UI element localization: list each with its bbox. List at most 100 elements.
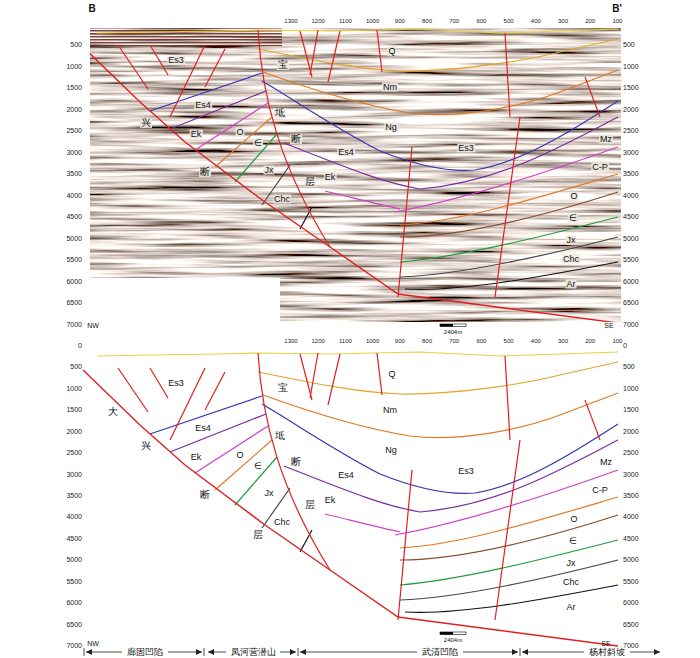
depth-tick-label: 4500	[66, 534, 82, 541]
trace-number: 500	[504, 18, 514, 24]
stratum-label: C-P	[591, 486, 609, 495]
stratum-label: Es3	[457, 144, 475, 153]
trace-number: 800	[422, 338, 432, 344]
trace-number: 900	[395, 338, 405, 344]
depth-tick-label: 4000	[623, 513, 639, 520]
depth-tick-label: 1000	[66, 384, 82, 391]
depth-tick-label: 5000	[66, 234, 82, 241]
trace-number: 400	[531, 18, 541, 24]
depth-tick-label: 6000	[66, 599, 82, 606]
depth-tick-label: 1500	[623, 84, 639, 91]
trace-number: 500	[504, 338, 514, 344]
stratum-label: Jx	[264, 166, 275, 175]
scale-label: 2404m	[444, 637, 462, 643]
fault-name-char: 宝	[277, 60, 289, 70]
scale-bar	[440, 324, 466, 327]
region-name: 武清凹陷	[421, 648, 459, 657]
fault-name-char: 兴	[140, 118, 152, 128]
stratum-label: Chc	[562, 578, 580, 587]
stratum-label: Ar	[566, 603, 577, 612]
direction-label: NW	[87, 640, 99, 647]
trace-number: 700	[449, 338, 459, 344]
scale-bar	[440, 632, 466, 635]
seismic-interpretation	[83, 29, 618, 323]
depth-tick-label: 2000	[623, 427, 639, 434]
seismic-image	[90, 28, 282, 278]
depth-tick-label: 500	[70, 41, 82, 48]
stratum-label: Ar	[566, 280, 577, 289]
stratum-label: Nm	[382, 83, 398, 92]
depth-tick-label: 1000	[623, 62, 639, 69]
stratum-label: Ng	[384, 123, 398, 132]
trace-number: 1300	[284, 338, 297, 344]
depth-tick-label: 2000	[66, 105, 82, 112]
depth-tick-label: 2000	[66, 427, 82, 434]
stratum-label: O	[569, 515, 578, 524]
trace-number: 1200	[312, 338, 325, 344]
stratum-label: Ek	[324, 496, 337, 505]
stratum-label: Q	[387, 47, 396, 56]
region-bar	[204, 648, 205, 656]
stratum-label: Es4	[337, 471, 355, 480]
stratum-label: Mz	[599, 135, 613, 144]
depth-tick-label: 1000	[623, 384, 639, 391]
trace-number: 1000	[366, 18, 379, 24]
region-name: 凤河营潜山	[230, 648, 277, 657]
region-arrow	[208, 652, 226, 653]
scale-label: 2404m	[444, 329, 462, 335]
depth-tick-label: 5000	[66, 556, 82, 563]
section-end-label: B'	[612, 4, 622, 14]
stratum-label: ∈	[568, 214, 578, 223]
fault-name-char: 大	[107, 407, 119, 417]
stratum-label: Ek	[190, 453, 203, 462]
stratum-label: Ek	[190, 130, 203, 139]
stratum-label: Jx	[566, 236, 577, 245]
depth-tick-label: 5500	[623, 256, 639, 263]
stratum-label: Chc	[562, 255, 580, 264]
depth-tick-label: 500	[623, 363, 635, 370]
depth-tick-label: 6000	[623, 599, 639, 606]
depth-tick-label: 4500	[66, 213, 82, 220]
stratum-label: O	[235, 128, 244, 137]
fault-name-char: 层	[252, 530, 264, 540]
stratum-label: Ng	[384, 446, 398, 455]
depth-tick-label: 5500	[66, 577, 82, 584]
scale-bar	[440, 632, 453, 635]
trace-number: 900	[395, 18, 405, 24]
trace-number: 200	[585, 18, 595, 24]
stratum-label: ∈	[253, 462, 263, 471]
depth-tick-label: 3500	[66, 492, 82, 499]
direction-label: SE	[601, 640, 610, 647]
depth-tick-label: 500	[623, 41, 635, 48]
depth-tick-label: 4000	[66, 191, 82, 198]
direction-label: SE	[604, 322, 613, 329]
fault-name-char: 断	[290, 457, 302, 467]
trace-number: 700	[449, 18, 459, 24]
depth-tick-label: 1500	[623, 406, 639, 413]
stratum-label: Jx	[566, 559, 577, 568]
region-bar	[298, 648, 299, 656]
stratum-label: O	[235, 451, 244, 460]
stratum-label: Chc	[273, 518, 291, 527]
fault-name-char: 层	[304, 177, 316, 187]
fault-name-char: 兴	[140, 441, 152, 451]
trace-number: 1300	[284, 18, 297, 24]
stratum-label: Es4	[337, 148, 355, 157]
region-name: 廊固凹陷	[126, 648, 164, 657]
trace-number: 200	[585, 338, 595, 344]
depth-tick-label: 3500	[623, 492, 639, 499]
depth-tick-label: 0	[78, 342, 82, 349]
depth-tick-label: 3500	[623, 170, 639, 177]
depth-tick-label: 6500	[623, 620, 639, 627]
depth-tick-label: 4500	[623, 534, 639, 541]
depth-tick-label: 3000	[66, 148, 82, 155]
depth-tick-label: 1500	[66, 84, 82, 91]
stratum-label: Es3	[457, 467, 475, 476]
geologic-section	[83, 352, 618, 646]
depth-tick-label: 1500	[66, 406, 82, 413]
depth-tick-label: 3000	[623, 470, 639, 477]
depth-tick-label: 6500	[623, 299, 639, 306]
depth-tick-label: 5500	[66, 256, 82, 263]
region-bar	[84, 648, 85, 656]
trace-number: 1100	[339, 18, 352, 24]
